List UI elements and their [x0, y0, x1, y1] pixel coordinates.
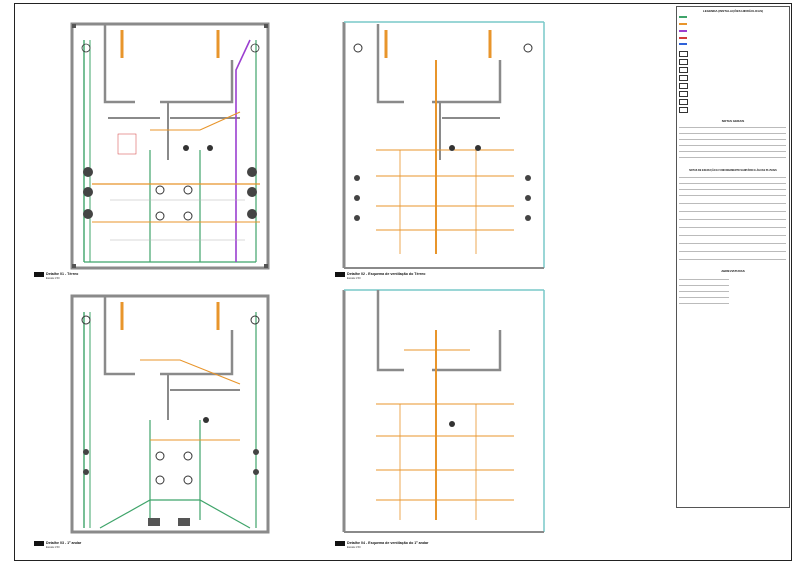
legend-symbol: [679, 99, 688, 105]
legend-swatch-blue: [679, 43, 687, 45]
drawing-title-2: Detalhe 02 - Esquema de ventilação do Té…: [347, 272, 426, 276]
title-marker: [335, 272, 345, 277]
legend-symbol: [679, 51, 688, 57]
note-line: [679, 227, 786, 228]
note-line: [679, 127, 786, 128]
legend-swatch-green: [679, 16, 687, 18]
notes2-title: NOTAS DE EXECUÇÃO E FUNCIONAMENTO SANITÁ…: [689, 169, 777, 172]
drawing-scale-3: Escala 1:50: [46, 546, 60, 549]
legend-symbol: [679, 75, 688, 81]
legend-symbol: [679, 67, 688, 73]
abbr-line: [679, 279, 729, 280]
sheet-frame: [14, 3, 792, 561]
note-line: [679, 235, 786, 236]
note-line: [679, 133, 786, 134]
abbr-line: [679, 291, 729, 292]
title-marker: [34, 541, 44, 546]
legend-swatch-red: [679, 37, 687, 39]
drawing-title-4: Detalhe 04 - Esquema de ventilação do 1º…: [347, 541, 429, 545]
abbr-title: ABREVIATURAS: [721, 269, 745, 273]
drawing-scale-1: Escala 1:50: [46, 277, 60, 280]
legend-swatch-purple: [679, 30, 687, 32]
note-line: [679, 211, 786, 212]
plan-ventilacao-primeiro-andar: [342, 289, 545, 533]
note-line: [679, 139, 786, 140]
note-line: [679, 151, 786, 152]
abbr-line: [679, 303, 729, 304]
note-line: [679, 195, 786, 196]
title-marker: [34, 272, 44, 277]
note-line: [679, 219, 786, 220]
drawing-title-1: Detalhe 01 - Térreo: [46, 272, 79, 276]
note-line: [679, 177, 786, 178]
legend-symbol: [679, 91, 688, 97]
legend-title: LEGENDA (INSTALAÇÕES HIDRÁULICAS): [702, 9, 764, 13]
legend-symbol: [679, 59, 688, 65]
abbr-line: [679, 285, 729, 286]
legend-symbol: [679, 83, 688, 89]
drawing-title-3: Detalhe 03 - 1º andar: [46, 541, 82, 545]
plan-terreo: [70, 22, 270, 270]
drawing-scale-4: Escala 1:50: [347, 546, 361, 549]
legend-swatch-orange: [679, 23, 687, 25]
note-line: [679, 145, 786, 146]
abbr-line: [679, 297, 729, 298]
notes-title: NOTAS GERAIS: [721, 119, 745, 123]
title-marker: [335, 541, 345, 546]
note-line: [679, 203, 786, 204]
drawing-scale-2: Escala 1:50: [347, 277, 361, 280]
note-line: [679, 183, 786, 184]
plan-primeiro-andar: [70, 294, 270, 534]
note-line: [679, 243, 786, 244]
note-line: [679, 259, 786, 260]
legend-panel: LEGENDA (INSTALAÇÕES HIDRÁULICAS) NOTAS …: [676, 6, 790, 508]
note-line: [679, 251, 786, 252]
note-line: [679, 189, 786, 190]
plan-ventilacao-terreo: [342, 21, 545, 269]
note-line: [679, 157, 786, 158]
legend-symbol: [679, 107, 688, 113]
